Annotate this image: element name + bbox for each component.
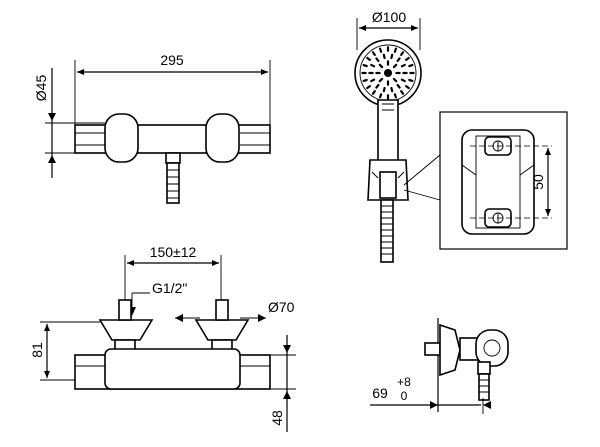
nozzle	[362, 63, 368, 68]
nozzle	[405, 85, 410, 90]
dim-50-label: 50	[530, 174, 546, 190]
nozzle	[400, 90, 405, 95]
dim-295-label: 295	[160, 52, 184, 68]
dim-150-label: 150±12	[150, 244, 197, 260]
nozzle	[370, 78, 376, 83]
valve-side-profile: 69 +8 0	[370, 318, 509, 414]
nozzle	[400, 51, 405, 56]
dim-69-label: 69	[372, 385, 388, 401]
holder-detail: 50	[439, 111, 568, 250]
nozzle	[400, 78, 406, 83]
nozzle	[382, 86, 386, 93]
nozzle	[392, 63, 398, 69]
nozzle	[378, 77, 384, 83]
nozzle	[370, 63, 376, 68]
valve-top-view: 295 Ø45	[33, 52, 271, 204]
shower-nozzles	[361, 46, 415, 100]
nozzle	[371, 51, 376, 56]
nozzle	[378, 63, 384, 69]
nozzle	[371, 90, 376, 95]
nozzle	[390, 53, 394, 60]
dim-48-label: 48	[269, 410, 285, 426]
dim-69-tol-lower: 0	[401, 389, 408, 403]
nozzle	[396, 83, 401, 89]
nozzle	[392, 77, 398, 83]
nozzle	[378, 93, 383, 99]
thread-label: G1/2"	[152, 280, 187, 296]
dim-69-tol-upper: +8	[397, 375, 411, 389]
left-handle	[104, 113, 139, 163]
holder-plate	[461, 129, 535, 235]
dim-d100-label: Ø100	[372, 9, 406, 25]
nozzle	[408, 63, 414, 68]
left-inlet-flange	[98, 319, 154, 341]
nozzle	[366, 85, 371, 90]
nozzle	[390, 86, 394, 93]
shower-hose	[380, 199, 394, 263]
nozzle	[366, 56, 371, 61]
dim-d70-label: Ø70	[268, 299, 295, 315]
nozzle	[408, 78, 414, 83]
dim-81-label: 81	[29, 342, 45, 358]
dim-d45-label: Ø45	[33, 75, 49, 102]
nozzle	[378, 47, 383, 53]
nozzle	[393, 93, 398, 99]
hand-shower-view: Ø100	[354, 9, 441, 263]
side-flange	[439, 323, 461, 377]
side-body	[475, 329, 509, 367]
nozzle	[375, 83, 380, 89]
nozzle	[382, 53, 386, 60]
right-handle	[205, 113, 240, 163]
nozzle	[405, 56, 410, 61]
nozzle	[362, 78, 368, 83]
nozzle	[400, 63, 406, 68]
nozzle	[393, 47, 398, 53]
right-inlet-flange	[194, 319, 250, 341]
detail-frame	[439, 111, 568, 250]
valve-bottom-view: 150±12 G1/2" Ø70 81	[29, 244, 296, 432]
nozzle	[396, 57, 401, 63]
nozzle	[375, 57, 380, 63]
